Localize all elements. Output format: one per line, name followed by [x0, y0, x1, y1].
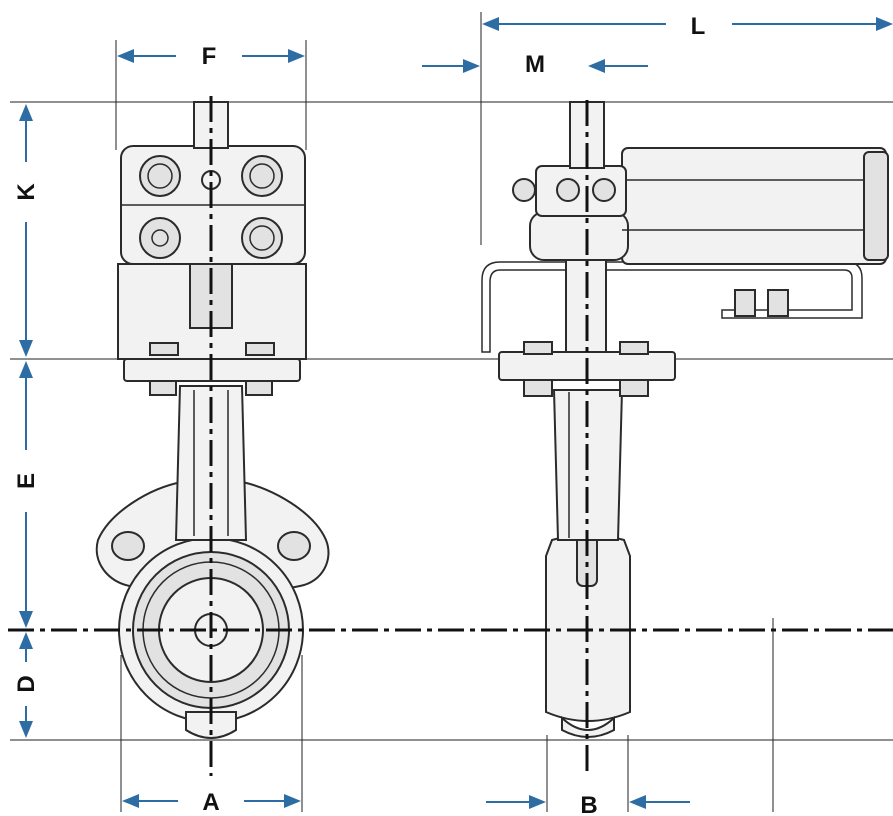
port-top-left — [139, 155, 181, 197]
dimension-label-d: D — [13, 675, 40, 692]
dimension-arrow-f — [117, 49, 305, 63]
port-bottom-left — [139, 217, 181, 259]
side-bracket — [481, 261, 863, 353]
dimension-arrow-k — [19, 104, 33, 357]
dimension-label-e: E — [13, 473, 40, 489]
side-drive-nut-mid — [556, 178, 580, 202]
side-flange-bolt-right — [619, 379, 649, 397]
side-flange-nut-left — [523, 341, 553, 355]
port-bottom-right-inner — [249, 225, 275, 251]
lug-hole-left — [111, 531, 145, 561]
port-top-right-inner — [249, 163, 275, 189]
side-drive-nut-right — [592, 178, 616, 202]
dimension-arrow-e — [19, 361, 33, 628]
side-bracket-bolt-left — [734, 289, 756, 317]
bracket-nut-right — [245, 342, 275, 356]
bracket-nut-left — [149, 342, 179, 356]
side-actuator-lower — [529, 211, 629, 261]
dimension-arrow-d — [19, 632, 33, 738]
side-actuator-housing — [621, 147, 887, 265]
valve-side-view — [481, 101, 889, 738]
side-bracket-bolt-right — [767, 289, 789, 317]
valve-body-bottom — [185, 711, 237, 739]
dimension-arrow-a — [122, 794, 301, 808]
side-flange-bolt-left — [523, 379, 553, 397]
port-bottom-left-inner — [151, 229, 169, 247]
dimension-arrow-b — [486, 795, 690, 809]
lug-hole-right — [277, 531, 311, 561]
dimension-label-a: A — [202, 789, 219, 816]
dimension-label-k: K — [13, 183, 40, 201]
dimension-arrow-m — [422, 59, 648, 73]
dimension-label-m: M — [525, 51, 545, 78]
flange-bolt-left — [149, 380, 177, 396]
dimension-label-b: B — [580, 792, 597, 816]
flange-bolt-right — [245, 380, 273, 396]
side-valve-body-bottom — [561, 715, 615, 738]
dimension-label-f: F — [202, 43, 217, 70]
dimension-label-l: L — [691, 13, 706, 40]
port-bottom-right — [241, 217, 283, 259]
dimension-arrow-l — [482, 17, 893, 31]
valve-front-view — [95, 101, 330, 739]
port-top-right — [241, 155, 283, 197]
side-drive-nut-left — [512, 178, 536, 202]
port-top-left-inner — [147, 163, 173, 189]
side-actuator-endcap — [863, 151, 889, 261]
actuator-ports — [139, 155, 283, 259]
side-flange-nut-right — [619, 341, 649, 355]
